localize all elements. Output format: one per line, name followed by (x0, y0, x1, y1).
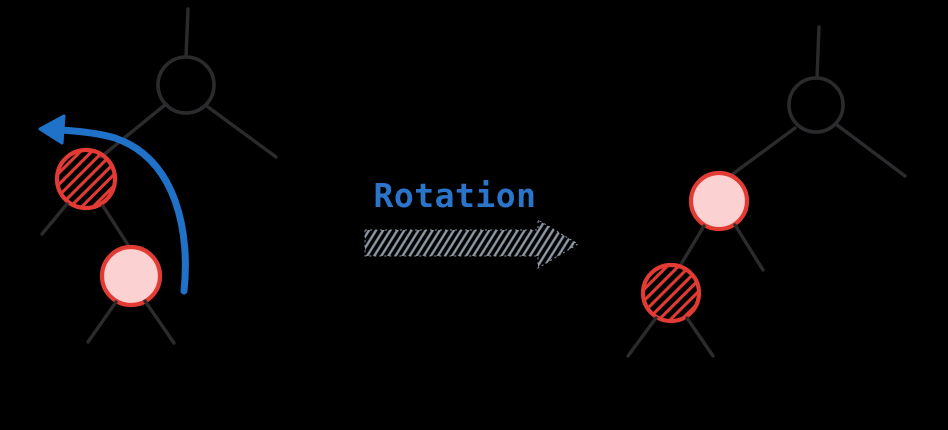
tree-after-rotation (626, 25, 907, 358)
before-hatched-right-edge (101, 204, 132, 250)
rotate-arrow-head (38, 114, 66, 145)
rotate-arrow-curve (56, 126, 189, 295)
before-root-right-edge (206, 105, 278, 159)
before-pink-left-edge (86, 300, 118, 344)
before-root-parent-edge (184, 7, 190, 59)
after-root-node (787, 76, 845, 134)
rotation-label: Rotation (374, 176, 537, 215)
hatched-right-arrow-icon (364, 219, 579, 269)
after-hatched-node (640, 262, 702, 324)
before-hatched-left-edge (40, 202, 69, 236)
before-root-node (156, 55, 216, 115)
after-pink-left-edge (678, 224, 706, 268)
after-pink-right-edge (733, 223, 765, 272)
before-pink-node (99, 244, 163, 308)
after-hatched-right-edge (685, 316, 715, 358)
after-root-parent-edge (815, 25, 821, 80)
after-hatched-left-edge (626, 316, 658, 358)
rotate-counterclockwise-arrow-icon (38, 114, 189, 295)
before-root-left-edge (99, 102, 168, 159)
before-hatched-node (54, 147, 118, 211)
after-pink-node (688, 170, 750, 232)
after-root-left-edge (728, 126, 797, 178)
before-pink-right-edge (143, 299, 176, 345)
tree-before-rotation (40, 7, 278, 345)
after-root-right-edge (835, 123, 907, 178)
